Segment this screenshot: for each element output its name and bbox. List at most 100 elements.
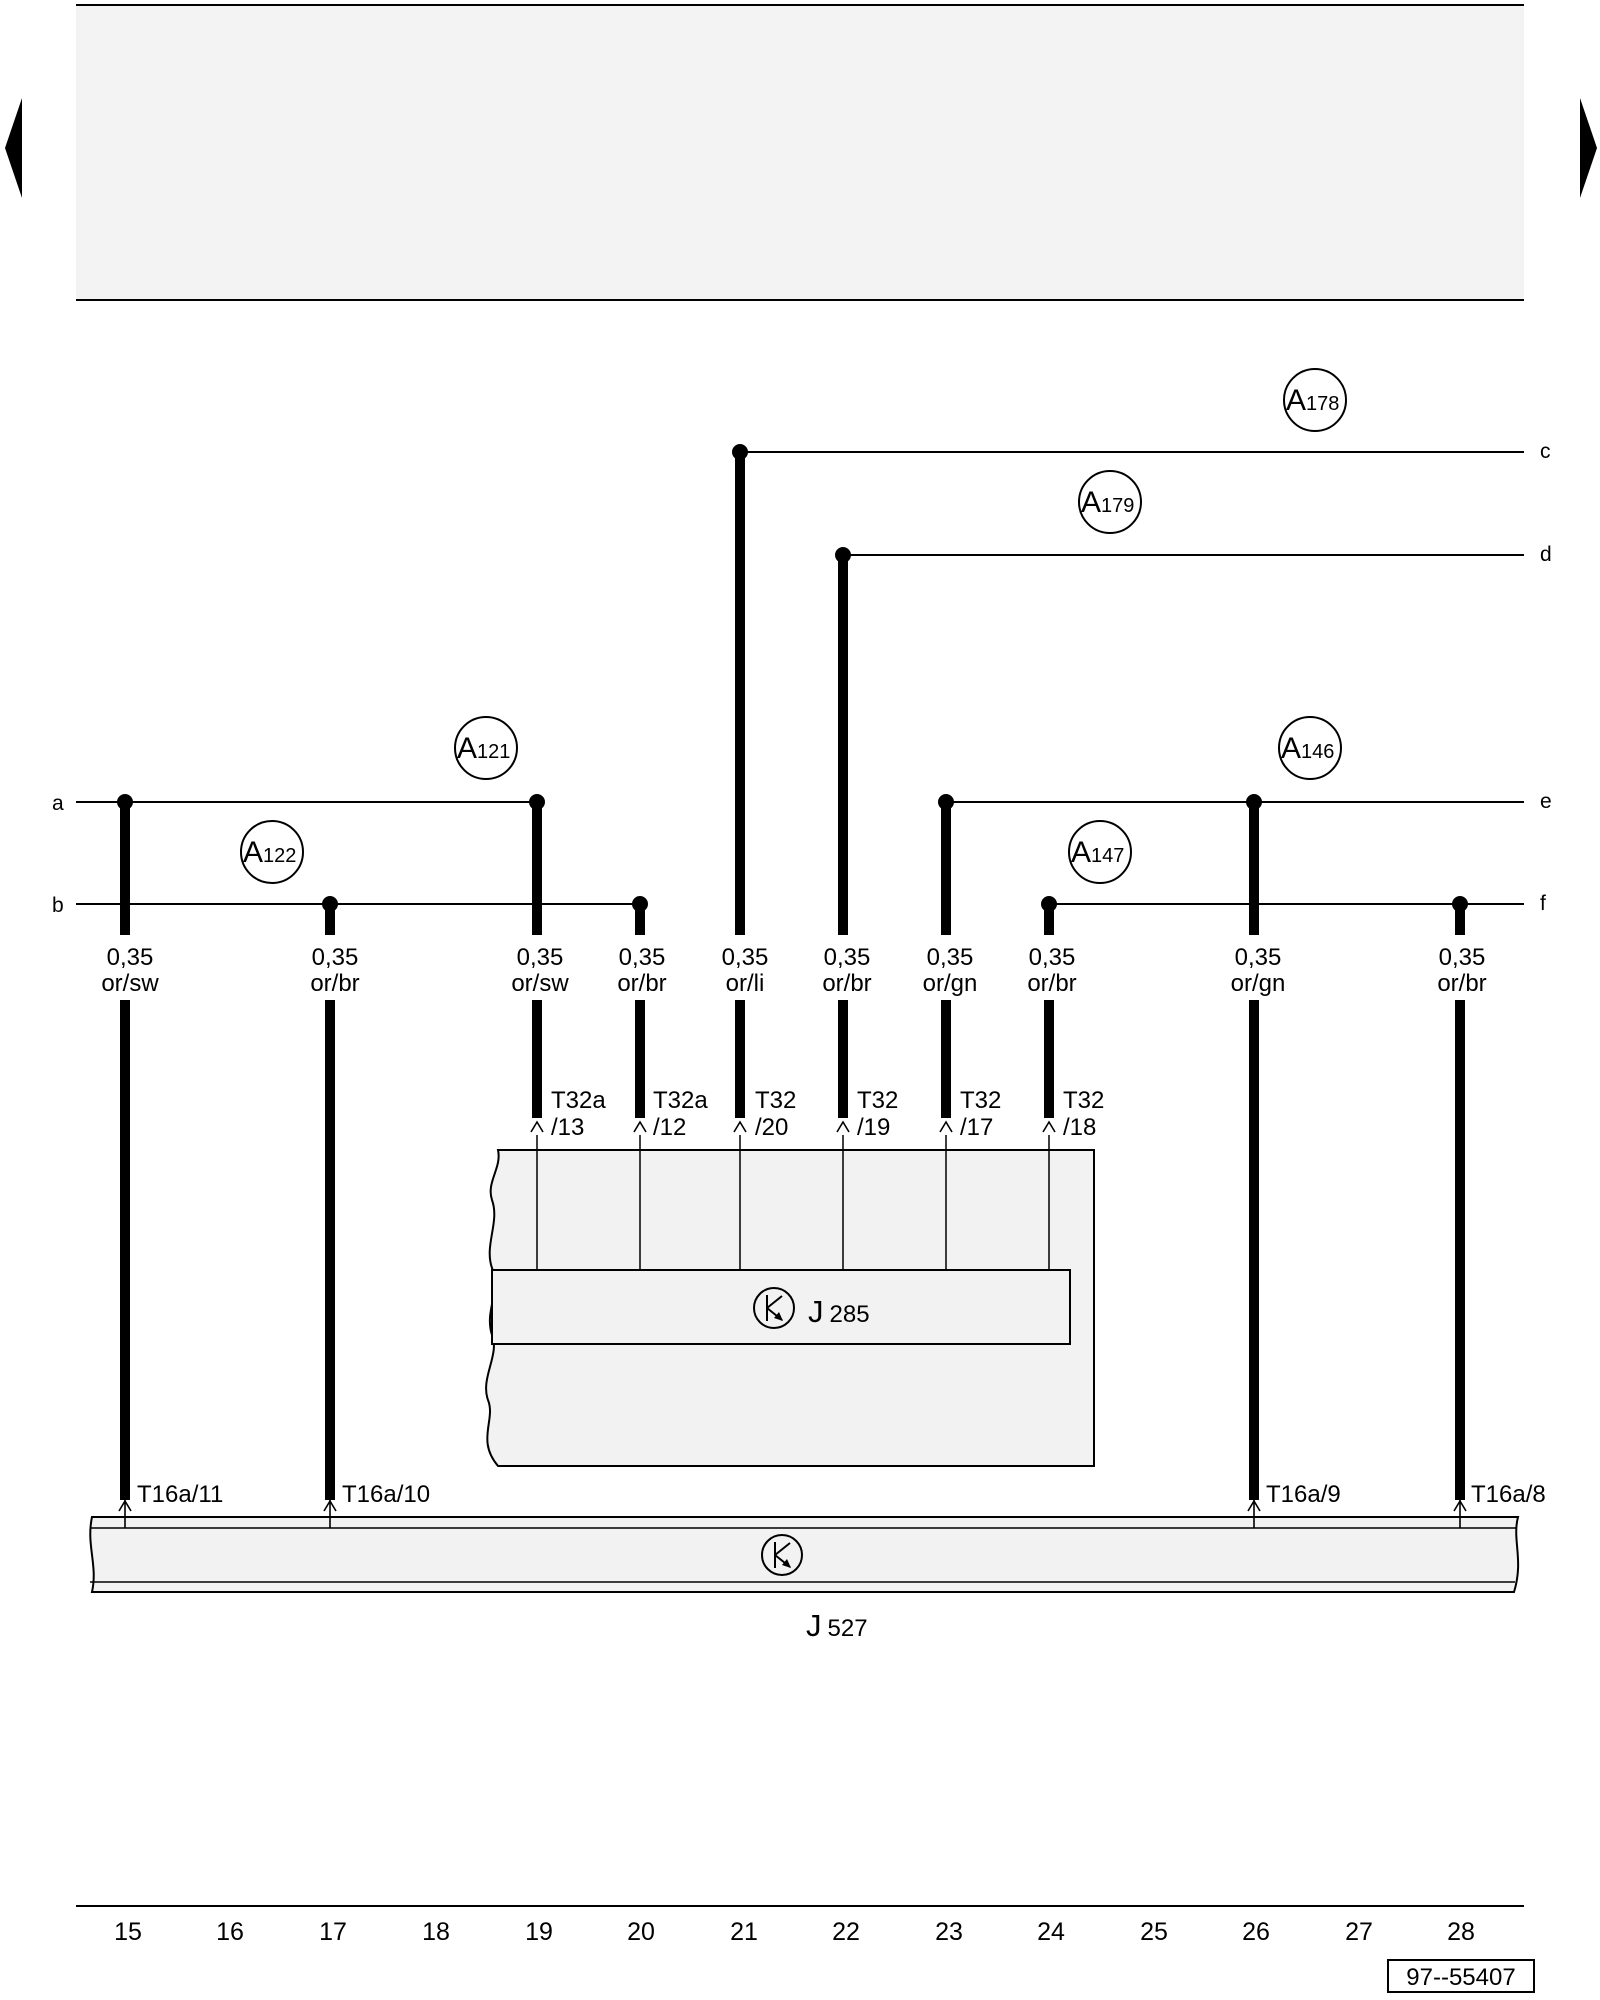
grid-number: 23: [935, 1918, 963, 1946]
wire-end-f: f: [1540, 892, 1546, 915]
connector-a122: A122: [240, 820, 304, 884]
junction-dot: [1452, 896, 1468, 912]
grid-number: 16: [216, 1918, 244, 1946]
connector-prefix: A: [1286, 384, 1306, 417]
pin-label-line2: /18: [1063, 1114, 1096, 1141]
grid-numbers: 15 16 17 18 19 20 21 22 23 24 25 26 27 2…: [114, 1918, 1475, 1946]
j285-letter: J: [808, 1294, 824, 1329]
grid-number: 24: [1037, 1918, 1065, 1946]
connector-a146: A146: [1278, 716, 1342, 780]
svg-text:A121: A121: [457, 732, 510, 765]
j285-module-icon: [753, 1287, 795, 1329]
connector-number: 178: [1306, 393, 1339, 415]
reference-code: 97--55407: [1406, 1964, 1515, 1991]
svg-text:A178: A178: [1286, 384, 1339, 417]
wire-color-label: or/br: [822, 970, 871, 997]
svg-text:A146: A146: [1281, 732, 1334, 765]
wire-size-label: 0,35: [312, 944, 359, 971]
connector-prefix: A: [1081, 486, 1101, 519]
grid-number: 19: [525, 1918, 553, 1946]
junction-dot: [835, 547, 851, 563]
junction-dot: [938, 794, 954, 810]
connector-a121: A121: [454, 716, 518, 780]
next-page-arrow-icon[interactable]: [1580, 98, 1597, 198]
pin-label: T16a/10: [342, 1481, 430, 1508]
connector-number: 146: [1301, 741, 1334, 763]
svg-text:A122: A122: [243, 836, 296, 869]
pin-label-line2: /19: [857, 1114, 890, 1141]
j285-pin-arrows: [530, 1120, 1056, 1133]
j285-inner-module: [491, 1269, 1071, 1345]
grid-number: 26: [1242, 1918, 1270, 1946]
j527-number: 527: [828, 1615, 868, 1642]
wire-end-d: d: [1540, 543, 1552, 566]
connector-a179: A179: [1078, 470, 1142, 534]
wire-size-label: 0,35: [1235, 944, 1282, 971]
pin-label-line2: /17: [960, 1114, 993, 1141]
wire-color-label: or/gn: [923, 970, 978, 997]
pin-label-line1: T32: [960, 1087, 1001, 1114]
pin-label-line2: /12: [653, 1114, 686, 1141]
wire-size-label: 0,35: [927, 944, 974, 971]
pin-label-line1: T32: [755, 1087, 796, 1114]
previous-page-arrow-icon[interactable]: [5, 98, 22, 198]
wire-color-label: or/br: [310, 970, 359, 997]
junction-dot: [632, 896, 648, 912]
connector-prefix: A: [243, 836, 263, 869]
j285-pin-labels: T32a /13 T32a /12 T32 /20 T32 /19 T32 /1…: [551, 1087, 1104, 1141]
j527-housing: [89, 1516, 1520, 1593]
wire-size-label: 0,35: [517, 944, 564, 971]
wire-color-label: or/br: [1437, 970, 1486, 997]
pin-label: T16a/8: [1471, 1481, 1546, 1508]
wire-size-label: 0,35: [619, 944, 666, 971]
junction-dot: [117, 794, 133, 810]
vertical-wires: [120, 452, 1465, 1500]
connector-prefix: A: [457, 732, 477, 765]
wire-color-label: or/li: [726, 970, 765, 997]
grid-number: 18: [422, 1918, 450, 1946]
wire-labels: 0,35 or/sw 0,35 or/br 0,35 or/sw 0,35 or…: [101, 944, 1486, 997]
wire-color-label: or/br: [617, 970, 666, 997]
connector-a178: A178: [1283, 368, 1347, 432]
j527-letter: J: [806, 1608, 822, 1643]
pin-label-line1: T32a: [551, 1087, 606, 1114]
wire-size-label: 0,35: [1029, 944, 1076, 971]
wire-size-label: 0,35: [1439, 944, 1486, 971]
header-band: [76, 6, 1524, 300]
grid-number: 27: [1345, 1918, 1373, 1946]
wire-size-label: 0,35: [824, 944, 871, 971]
connector-a147: A147: [1068, 820, 1132, 884]
connector-circle: [240, 820, 304, 884]
grid-number: 21: [730, 1918, 758, 1946]
pin-label: T16a/9: [1266, 1481, 1341, 1508]
j285-number: 285: [830, 1301, 870, 1328]
grid-number: 15: [114, 1918, 142, 1946]
pin-label-line2: /20: [755, 1114, 788, 1141]
wire-end-a: a: [52, 792, 64, 815]
j527-module-icon: [761, 1534, 803, 1576]
horizontal-wires: [76, 451, 1524, 905]
connector-number: 147: [1091, 845, 1124, 867]
svg-text:A179: A179: [1081, 486, 1134, 519]
junction-dot: [732, 444, 748, 460]
connector-prefix: A: [1281, 732, 1301, 765]
connector-circle: [1283, 368, 1347, 432]
connector-number: 179: [1101, 495, 1134, 517]
connector-circle: [1078, 470, 1142, 534]
junction-dot: [529, 794, 545, 810]
grid-number: 28: [1447, 1918, 1475, 1946]
grid-number: 17: [319, 1918, 347, 1946]
wire-end-e: e: [1540, 790, 1552, 813]
pin-label-line1: T32a: [653, 1087, 708, 1114]
connector-prefix: A: [1071, 836, 1091, 869]
connector-number: 122: [263, 845, 296, 867]
pin-label-line1: T32: [857, 1087, 898, 1114]
pin-label: T16a/11: [137, 1481, 223, 1508]
grid-number: 20: [627, 1918, 655, 1946]
wire-size-label: 0,35: [107, 944, 154, 971]
j527-pin-leads: [118, 1499, 1467, 1528]
grid-number: 25: [1140, 1918, 1168, 1946]
